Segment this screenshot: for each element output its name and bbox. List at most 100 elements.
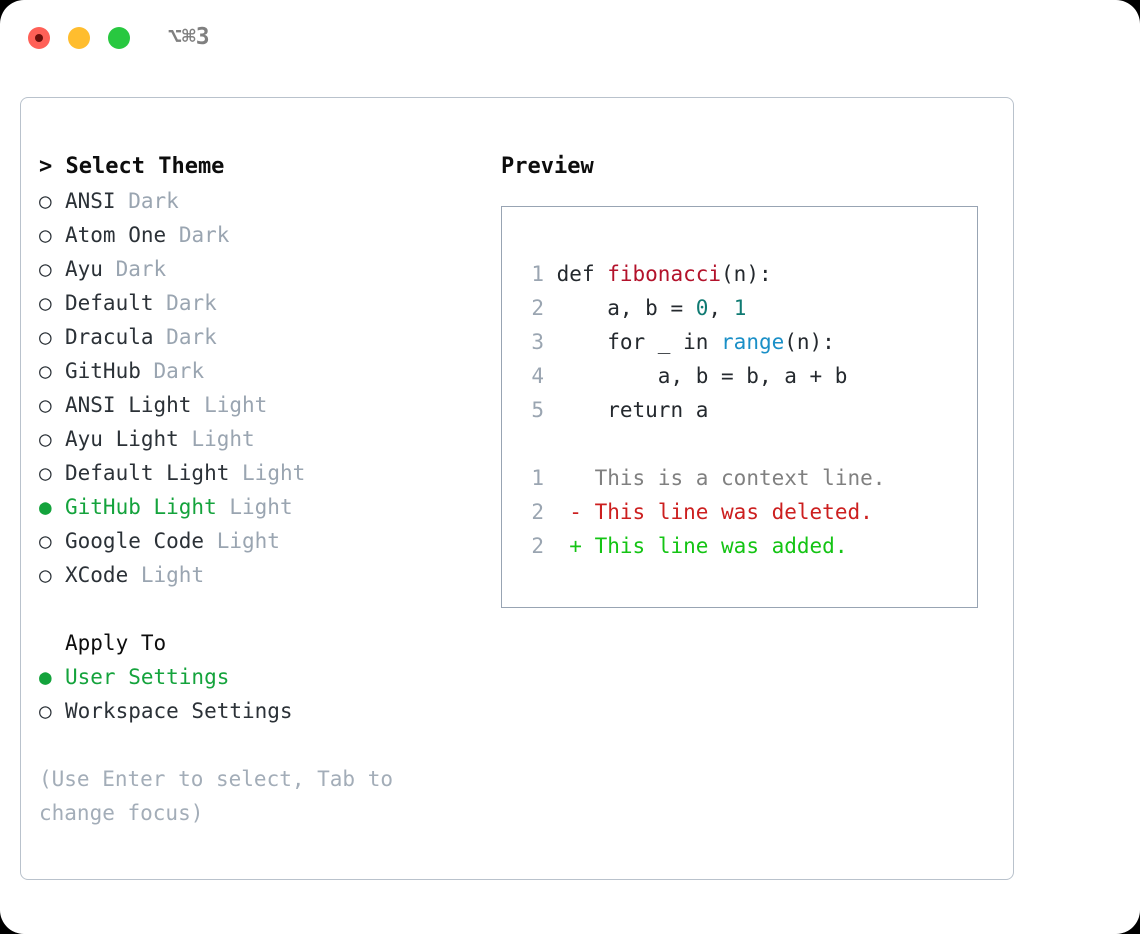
radio-unselected-icon: ○ [39,427,52,451]
preview-heading: Preview [501,154,594,179]
code-token-plain: return a [556,398,709,422]
theme-category: Light [242,461,306,485]
theme-name: XCode [65,563,129,587]
theme-list-item[interactable]: ○Default Light Light [39,456,479,490]
maximize-window-button[interactable] [108,27,130,49]
diff-sign: + [569,534,582,558]
theme-name: Default Light [65,461,230,485]
radio-unselected-icon: ○ [39,359,52,383]
theme-list-item[interactable]: ○ Default Dark [39,286,479,320]
theme-name: ANSI Light [65,393,192,417]
theme-category: Light [216,529,280,553]
line-number: 5 [531,398,544,422]
close-window-button[interactable] [28,27,50,49]
theme-name: GitHub [65,359,141,383]
diff-line-number: 1 [531,466,544,490]
apply-to-label: Workspace Settings [65,699,293,723]
preview-column: Preview 1 def fibonacci(n):2 a, b = 0, 1… [501,150,1001,608]
code-sample: 1 def fibonacci(n):2 a, b = 0, 1 3 for _ … [520,257,967,427]
diff-line: 2 + This line was added. [520,529,967,563]
gutter-gap [544,330,557,354]
diff-text: This line was deleted. [594,500,873,524]
code-token-builtin: range [721,330,785,354]
theme-list-item[interactable]: ○Atom One Dark [39,218,479,252]
theme-list-item[interactable]: ○ Google Code Light [39,524,479,558]
diff-line: 2 - This line was deleted. [520,495,967,529]
theme-list-item[interactable]: ○Ayu Dark [39,252,479,286]
theme-name: Dracula [65,325,154,349]
gutter-gap [544,466,569,490]
theme-category: Dark [153,359,205,383]
code-token-plain: a, b = [556,296,696,320]
theme-list-item[interactable]: ● GitHub Light Light [39,490,479,524]
diff-sample: 1 This is a context line.2 - This line w… [520,461,967,563]
theme-category: Dark [128,189,179,213]
radio-unselected-icon: ○ [39,699,52,723]
radio-unselected-icon: ○ [39,189,52,213]
code-line: 2 a, b = 0, 1 [520,291,967,325]
code-line: 1 def fibonacci(n): [520,257,967,291]
code-token-plain: for _ in [556,330,722,354]
spacer [217,495,230,519]
preview-spacer [520,427,967,461]
diff-text: This is a context line. [594,466,886,490]
apply-to-label: User Settings [65,665,230,689]
theme-name: Default [65,291,154,315]
apply-to-option[interactable]: ● User Settings [39,660,479,694]
code-token-plain: (n): [784,330,835,354]
theme-category: Dark [166,291,217,315]
minimize-window-button[interactable] [68,27,90,49]
diff-sign: - [569,500,582,524]
diff-line-number: 2 [531,500,544,524]
spacer [229,461,242,485]
code-token-num: 1 [733,296,747,320]
theme-list-item[interactable]: ○ ANSI Light Light [39,388,479,422]
radio-selected-icon: ● [39,665,52,689]
select-theme-header: > Select Theme [39,154,225,179]
theme-list-item[interactable]: ○Dracula Dark [39,320,479,354]
radio-unselected-icon: ○ [39,563,52,587]
radio-unselected-icon: ○ [39,529,52,553]
theme-name: ANSI [65,189,116,213]
code-line: 5 return a [520,393,967,427]
theme-name: GitHub Light [65,495,217,519]
code-token-plain: def [556,262,608,286]
theme-list[interactable]: ○ANSI Dark○Atom One Dark○Ayu Dark○Defaul… [39,184,479,592]
theme-category: Dark [178,223,230,247]
apply-to-header: Apply To [65,631,167,655]
theme-category: Light [204,393,268,417]
radio-unselected-icon: ○ [39,393,52,417]
diff-line: 1 This is a context line. [520,461,967,495]
spacer [154,325,167,349]
gutter-gap [544,262,557,286]
theme-list-item[interactable]: ○Ayu Light Light [39,422,479,456]
code-token-plain: (n): [721,262,772,286]
theme-list-item[interactable]: ○XCode Light [39,558,479,592]
spacer [204,529,217,553]
sign-gap [582,500,595,524]
spacer [154,291,167,315]
radio-selected-icon: ● [39,495,52,519]
sign-gap [582,466,595,490]
theme-list-item[interactable]: ○ ANSI Dark [39,184,479,218]
apply-to-option[interactable]: ○ Workspace Settings [39,694,479,728]
spacer [116,189,129,213]
gutter-gap [544,364,557,388]
spacer [179,427,192,451]
theme-category: Light [229,495,293,519]
code-token-plain: , [708,296,734,320]
spacer [141,359,154,383]
gutter-gap [544,296,557,320]
keyboard-shortcut-label: ⌥⌘3 [168,24,210,50]
radio-unselected-icon: ○ [39,291,52,315]
theme-name: Google Code [65,529,205,553]
diff-line-number: 2 [531,534,544,558]
gutter-gap [544,534,569,558]
title-bar: ⌥⌘3 [0,0,1140,76]
code-token-num: 0 [695,296,709,320]
theme-list-item[interactable]: ○ GitHub Dark [39,354,479,388]
spacer [128,563,141,587]
apply-to-options[interactable]: ● User Settings ○ Workspace Settings [39,660,479,728]
line-number: 3 [531,330,544,354]
